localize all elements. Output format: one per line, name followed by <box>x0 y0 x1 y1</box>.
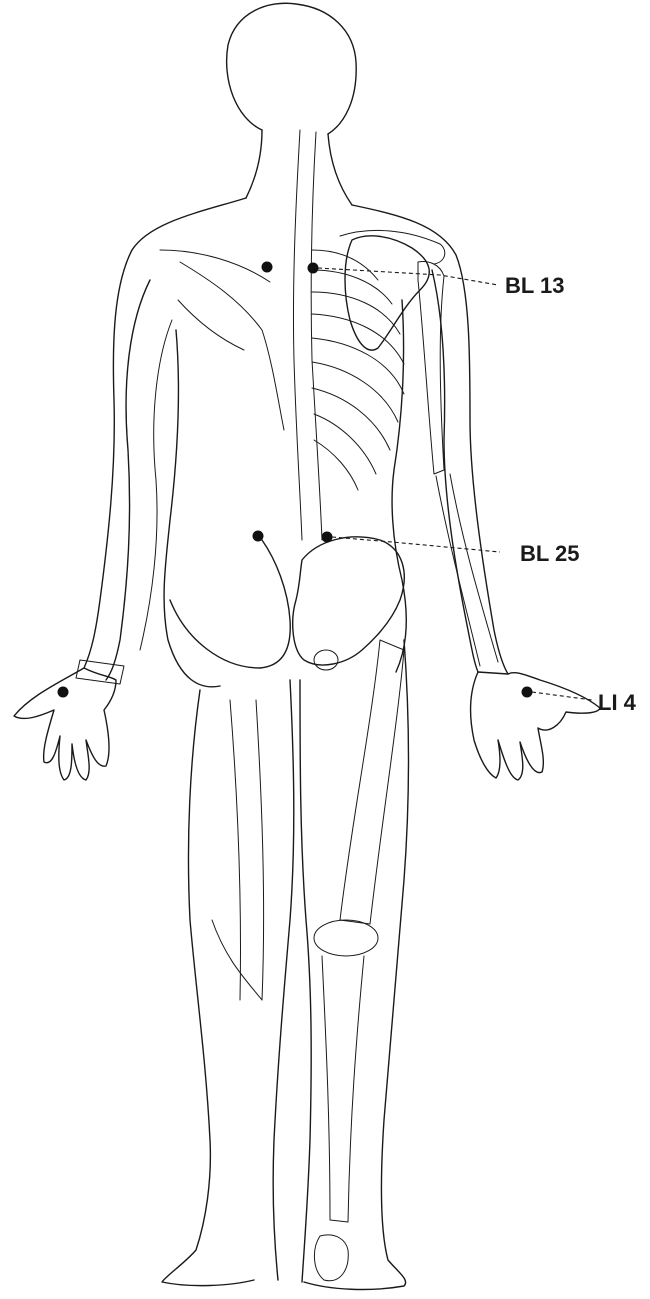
left-leg-tendon <box>256 700 264 1000</box>
left-scapula-muscle <box>178 300 244 350</box>
label-bl13: BL 13 <box>505 273 565 298</box>
leader-line-li4 <box>532 692 592 700</box>
left-leg-tendon <box>230 700 241 1000</box>
acupoint-marker-li4[interactable] <box>522 687 533 698</box>
gluteal-left <box>170 540 290 668</box>
acupoint-marker-bl13[interactable] <box>308 263 319 274</box>
point-labels: BL 13 BL 25 LI 4 <box>505 273 637 715</box>
rib <box>314 414 376 474</box>
pelvis-outline <box>293 537 405 665</box>
legs <box>162 640 409 1289</box>
body-outline <box>14 3 600 780</box>
right-humerus <box>418 262 444 474</box>
spine <box>293 130 322 540</box>
right-tibia <box>322 956 364 1222</box>
acupoint-marker[interactable] <box>58 687 69 698</box>
acupoint-marker[interactable] <box>253 531 264 542</box>
right-clavicle <box>340 230 445 264</box>
left-arm-outer <box>84 198 246 668</box>
left-wrist-band <box>76 660 124 684</box>
leader-line-bl25 <box>332 537 500 552</box>
rib <box>314 440 358 490</box>
left-hand <box>14 668 116 780</box>
pelvis <box>293 537 405 670</box>
left-trapezius <box>160 250 270 282</box>
head-outline <box>227 3 357 134</box>
left-back-muscle <box>180 262 284 430</box>
right-hand <box>471 672 600 780</box>
right-arm-inner <box>432 270 478 672</box>
pelvis-foramen <box>314 650 338 670</box>
rib <box>312 338 404 394</box>
right-radius <box>436 476 480 666</box>
left-arm-muscle <box>140 320 172 650</box>
right-leg-inner <box>300 680 311 1282</box>
left-leg-inner <box>273 680 294 1280</box>
acupoint-marker[interactable] <box>262 262 273 273</box>
right-heel <box>314 1235 348 1281</box>
spinal-column <box>293 130 302 540</box>
right-leg-outer <box>304 640 409 1289</box>
acupoint-marker-bl25[interactable] <box>322 532 333 543</box>
neck-left <box>246 130 262 198</box>
spinal-column-right <box>311 132 322 540</box>
neck-right <box>328 134 352 205</box>
leader-lines <box>318 268 592 700</box>
right-femur <box>340 640 404 924</box>
torso-left <box>164 330 220 687</box>
right-arm-outer <box>352 205 508 674</box>
right-scapula <box>345 236 429 350</box>
right-knee <box>314 920 378 956</box>
rib <box>312 388 390 450</box>
ribcage <box>312 250 404 490</box>
left-calf-muscle <box>212 920 262 1000</box>
label-li4: LI 4 <box>598 690 637 715</box>
label-bl25: BL 25 <box>520 541 580 566</box>
rib <box>312 270 392 304</box>
